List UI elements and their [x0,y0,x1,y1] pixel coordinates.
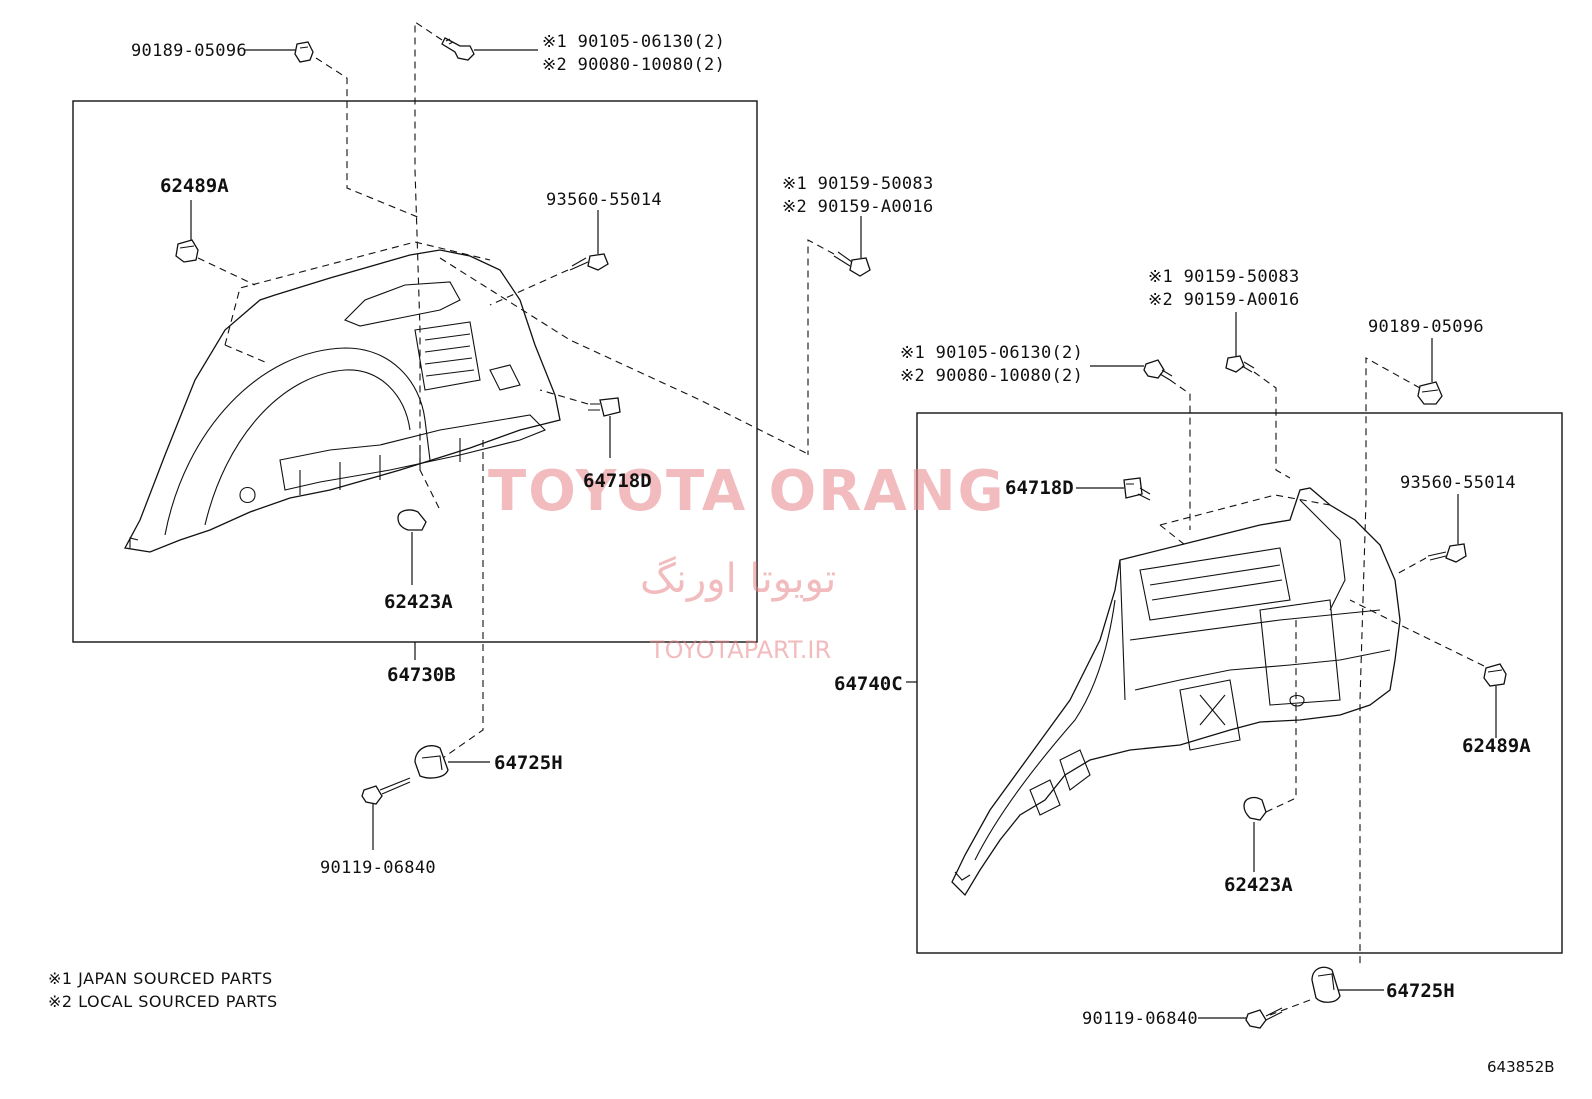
watermark: TOYOTA ORANG تویوتا اورنگ TOYOTAPART.IR [488,459,1006,664]
right-clip-62489A[interactable] [1483,663,1507,687]
label-middle-screw-1: ※1 90159-50083 [782,174,934,194]
left-bolt-90119-06840[interactable] [361,777,411,805]
left-screw-93560-55014[interactable] [569,253,609,271]
right-screw-93560-55014[interactable] [1427,543,1467,563]
label-right-clip-a: 62489A [1462,735,1531,757]
label-left-bracket: 64725H [494,752,563,774]
label-left-assembly-part: 64730B [387,664,456,686]
label-left-clip-top: 90189-05096 [131,41,247,61]
label-right-assembly-part: 64740C [834,673,903,695]
right-bracket-64725H[interactable] [1311,966,1341,1003]
label-left-hook: 64718D [583,470,652,492]
watermark-brand: TOYOTA ORANG [488,459,1006,524]
label-middle-screw-2: ※2 90159-A0016 [782,197,934,217]
right-bolt-90105-06130[interactable] [1143,359,1173,381]
label-left-cover: 62423A [384,591,453,613]
watermark-persian: تویوتا اورنگ [640,556,836,602]
label-right-screw-1: ※1 90159-50083 [1148,267,1300,287]
right-clip-90189-05096[interactable] [1417,381,1443,405]
label-right-screw-2: ※2 90159-A0016 [1148,290,1300,310]
left-cover-62423A[interactable] [397,509,427,531]
label-right-bracket: 64725H [1386,980,1455,1002]
label-right-screw: 93560-55014 [1400,473,1516,493]
right-assembly [916,338,1563,954]
right-hook-64718D[interactable] [1123,477,1151,501]
watermark-url: TOYOTAPART.IR [649,636,831,664]
label-right-bolt-1: ※1 90105-06130(2) [900,343,1083,363]
label-right-clip-top: 90189-05096 [1368,317,1484,337]
note-japan-sourced: ※1 JAPAN SOURCED PARTS [48,969,273,988]
right-assembly-frame [916,412,1563,954]
label-left-screw: 93560-55014 [546,190,662,210]
label-left-bolt-bottom: 90119-06840 [320,858,436,878]
left-bracket-64725H[interactable] [414,745,449,779]
right-screw-90159-50083[interactable] [1225,355,1255,373]
left-bolt-90105-06130[interactable] [441,37,475,61]
label-right-hook: 64718D [1005,477,1074,499]
label-right-bolt-2: ※2 90080-10080(2) [900,366,1083,386]
left-quarter-trim-panel[interactable] [123,249,561,553]
label-left-bolt-top-1: ※1 90105-06130(2) [542,32,725,52]
label-right-bolt-bottom: 90119-06840 [1082,1009,1198,1029]
label-left-clip-a: 62489A [160,175,229,197]
label-right-cover: 62423A [1224,874,1293,896]
right-cover-62423A[interactable] [1243,796,1267,821]
left-clip-62489A[interactable] [175,239,199,263]
left-hook-64718D[interactable] [588,397,621,417]
left-clip-90189-05096[interactable] [294,41,314,63]
left-assembly [72,20,811,643]
note-local-sourced: ※2 LOCAL SOURCED PARTS [48,992,278,1011]
right-quarter-trim-panel[interactable] [951,487,1401,897]
middle-screw-90159-50083[interactable] [833,251,871,277]
right-bolt-90119-06840[interactable] [1245,1007,1283,1029]
label-left-bolt-top-2: ※2 90080-10080(2) [542,55,725,75]
diagram-code: 643852B [1487,1058,1555,1076]
